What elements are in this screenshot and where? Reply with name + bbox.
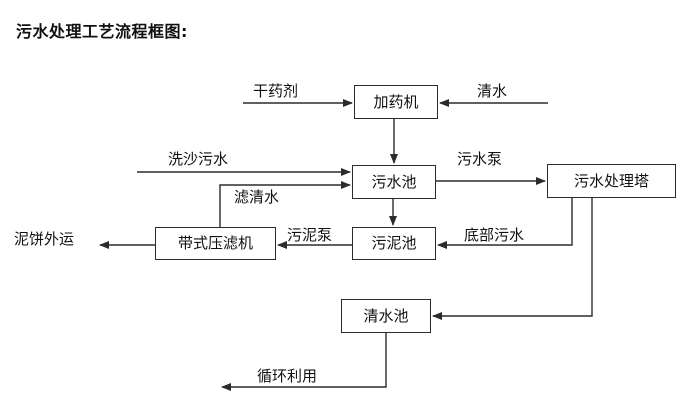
node-belt-filter-press[interactable]: 带式压滤机 — [155, 227, 276, 260]
edge-label-sand-wash-sewage: 洗沙污水 — [168, 150, 229, 168]
node-sludge-pool[interactable]: 污泥池 — [352, 227, 436, 260]
node-belt-filter-press-label: 带式压滤机 — [177, 234, 253, 252]
node-sludge-pool-label: 污泥池 — [371, 234, 417, 252]
edge-label-filtrate-clear-water: 滤清水 — [234, 188, 280, 206]
node-clean-water-pool[interactable]: 清水池 — [341, 299, 431, 333]
edge-label-mud-cake-outbound: 泥饼外运 — [14, 230, 75, 248]
connector-tower-to-clean-water-pool — [432, 198, 593, 320]
node-dosing-machine-label: 加药机 — [373, 92, 419, 111]
page-title: 污水处理工艺流程框图: — [16, 22, 188, 41]
connector-tower-to-sludge-pool — [437, 198, 573, 249]
node-sewage-pool-label: 污水池 — [371, 172, 417, 191]
node-sewage-pool[interactable]: 污水池 — [352, 165, 436, 199]
node-dosing-machine[interactable]: 加药机 — [354, 85, 438, 119]
edge-label-clean-water-inlet: 清水 — [477, 82, 508, 100]
node-clean-water-pool-label: 清水池 — [363, 306, 409, 325]
connector-press-to-sewage-pool — [219, 181, 351, 227]
edge-label-bottom-sewage: 底部污水 — [464, 226, 525, 244]
edge-label-recycling-reuse: 循环利用 — [257, 367, 318, 385]
edge-label-sewage-pump: 污水泵 — [457, 150, 503, 168]
edge-label-dry-agent: 干药剂 — [253, 82, 299, 100]
edge-label-sludge-pump: 污泥泵 — [287, 226, 333, 244]
node-sewage-treatment-tower-label: 污水处理塔 — [573, 171, 649, 190]
node-sewage-treatment-tower[interactable]: 污水处理塔 — [547, 164, 676, 198]
connector-clean-water-pool-to-reuse — [221, 333, 387, 391]
